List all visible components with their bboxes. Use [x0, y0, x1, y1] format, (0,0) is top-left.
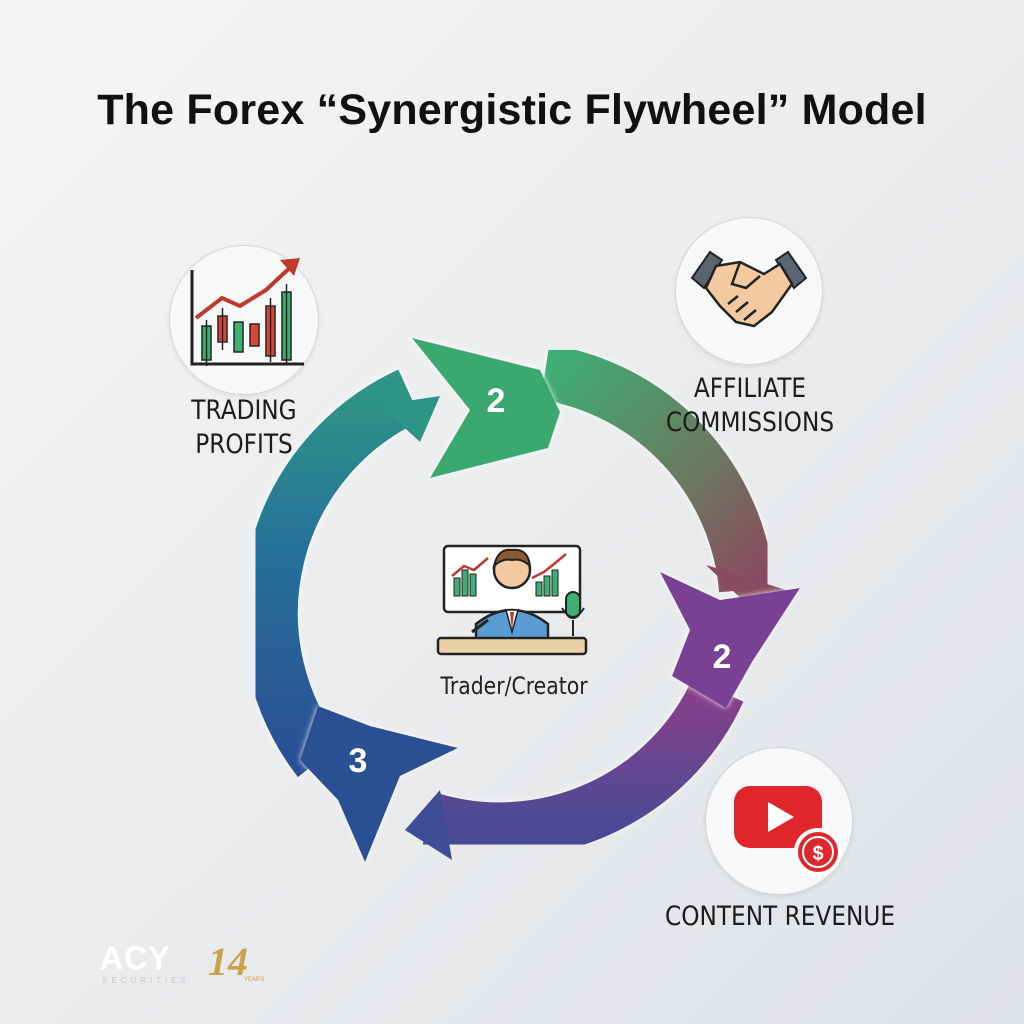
trader-at-desk-icon: [436, 544, 588, 656]
affiliate-label: AFFILIATE COMMISSIONS: [638, 372, 862, 440]
arc-left: [241, 369, 422, 778]
step-number-right: 2: [713, 638, 732, 676]
candlestick-chart-icon: [190, 258, 304, 366]
arc-top-right: [540, 344, 775, 593]
youtube-dollar-icon: $: [734, 786, 842, 876]
content-revenue-label: CONTENT REVENUE: [664, 901, 896, 932]
logo-brand: ACY: [100, 940, 171, 976]
step-number-top: 2: [487, 382, 506, 420]
arc-bottom-right: [421, 677, 744, 859]
svg-text:$: $: [812, 843, 823, 865]
logo-years-label: YEARS: [244, 977, 265, 983]
trading-profits-line2: PROFITS: [195, 429, 293, 460]
affiliate-line2: COMMISSIONS: [665, 407, 835, 438]
trading-profits-icon-circle: [170, 246, 318, 394]
step-badge-top: 2: [412, 338, 560, 478]
page-title: The Forex “Synergistic Flywheel” Model: [97, 86, 927, 134]
trading-profits-line1: TRADING: [191, 395, 297, 426]
arrowhead-left-up: [380, 396, 440, 442]
step-badge-bottom-left: 3: [300, 706, 458, 862]
arrowhead-bottom-left: [405, 790, 452, 860]
trading-profits-label: TRADING PROFITS: [149, 394, 338, 462]
affiliate-icon-circle: [676, 218, 822, 364]
handshake-icon: [690, 250, 808, 328]
center-label: Trader/Creator: [440, 672, 588, 700]
logo-brand-sub: SECURITIES: [102, 976, 191, 985]
content-revenue-icon-circle: $: [706, 748, 852, 894]
step-number-bottom-left: 3: [349, 742, 368, 780]
logo-years-number: 14: [208, 939, 248, 984]
step-badge-right: 2: [660, 572, 800, 708]
affiliate-line1: AFFILIATE: [693, 373, 807, 404]
